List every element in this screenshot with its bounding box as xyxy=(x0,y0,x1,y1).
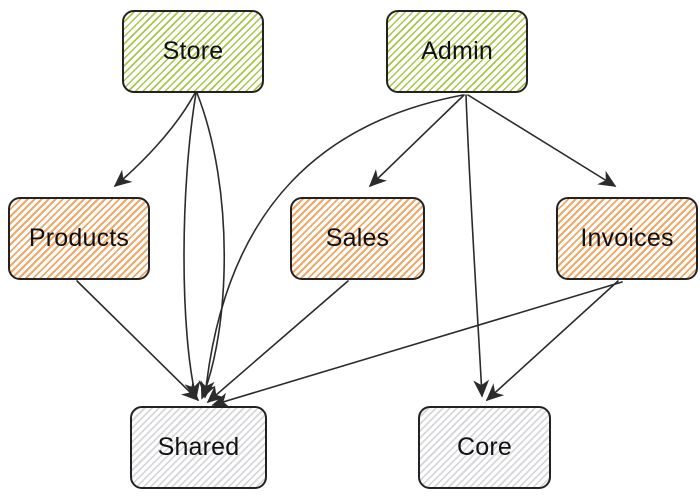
node-shared[interactable]: Shared xyxy=(130,406,267,489)
node-sales[interactable]: Sales xyxy=(290,197,425,280)
node-core-label: Core xyxy=(457,433,512,461)
edge-invoices-core xyxy=(485,280,619,402)
node-store-label: Store xyxy=(162,37,224,65)
node-products[interactable]: Products xyxy=(8,197,150,280)
edge-store-products xyxy=(113,92,196,188)
edge-admin-sales xyxy=(368,94,465,188)
node-products-label: Products xyxy=(28,224,130,252)
edge-admin-invoices xyxy=(467,94,617,187)
node-core[interactable]: Core xyxy=(418,406,551,489)
edge-sales-shared xyxy=(206,280,349,404)
edge-products-shared xyxy=(76,280,200,402)
node-invoices[interactable]: Invoices xyxy=(556,197,698,280)
node-sales-label: Sales xyxy=(325,224,390,252)
edge-store-shared xyxy=(183,92,201,400)
edge-store-shared-2 xyxy=(196,92,226,400)
node-store[interactable]: Store xyxy=(122,10,264,93)
edge-admin-core xyxy=(465,94,490,398)
edge-invoices-shared xyxy=(211,281,623,409)
node-shared-label: Shared xyxy=(157,433,240,461)
node-invoices-label: Invoices xyxy=(580,224,674,252)
edges-group xyxy=(76,92,623,409)
edge-admin-shared xyxy=(198,94,464,399)
node-admin[interactable]: Admin xyxy=(386,10,528,93)
node-admin-label: Admin xyxy=(421,37,493,65)
